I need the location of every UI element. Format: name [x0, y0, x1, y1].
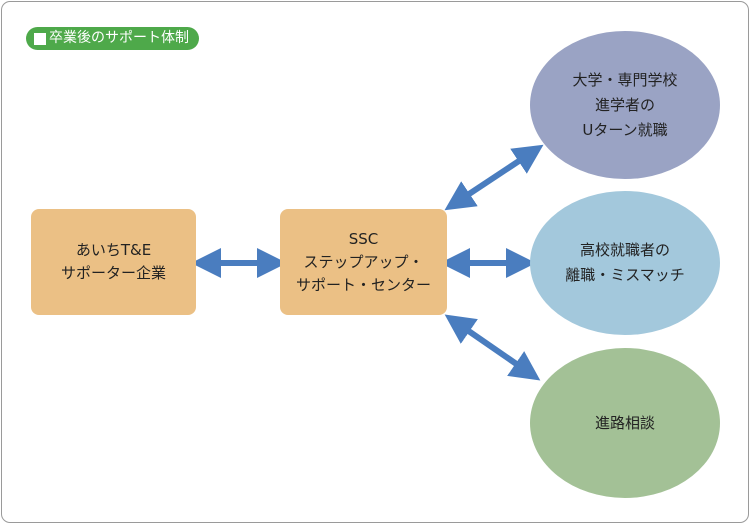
counseling-line-1: 進路相談 — [594, 413, 655, 432]
ssc-line-1: SSC — [348, 229, 379, 248]
university-line-3: Uターン就職 — [582, 120, 668, 139]
ssc-line-2: ステップアップ・ — [303, 252, 424, 271]
supporter-line-1: あいちT&E — [75, 241, 152, 259]
arrow-ssc-university — [444, 144, 544, 211]
university-line-1: 大学・専門学校 — [572, 70, 678, 89]
university-line-2: 進学者の — [594, 95, 655, 114]
title-badge: 卒業後のサポート体制 — [26, 27, 199, 50]
highschool-line-1: 高校就職者の — [579, 241, 670, 259]
square-icon — [34, 32, 46, 45]
arrow-ssc-counseling — [444, 314, 541, 381]
diagram-title: 卒業後のサポート体制 — [49, 30, 189, 46]
supporter-company-box: あいちT&E サポーター企業 — [31, 209, 196, 315]
university-circle: 大学・専門学校 進学者の Uターン就職 — [530, 31, 720, 179]
ssc-box: SSC ステップアップ・ サポート・センター — [280, 209, 447, 315]
highschool-circle: 高校就職者の 離職・ミスマッチ — [530, 191, 720, 335]
supporter-line-2: サポーター企業 — [60, 264, 166, 282]
counseling-circle: 進路相談 — [530, 348, 720, 498]
highschool-line-2: 離職・ミスマッチ — [565, 266, 685, 284]
ssc-line-3: サポート・センター — [295, 275, 431, 294]
